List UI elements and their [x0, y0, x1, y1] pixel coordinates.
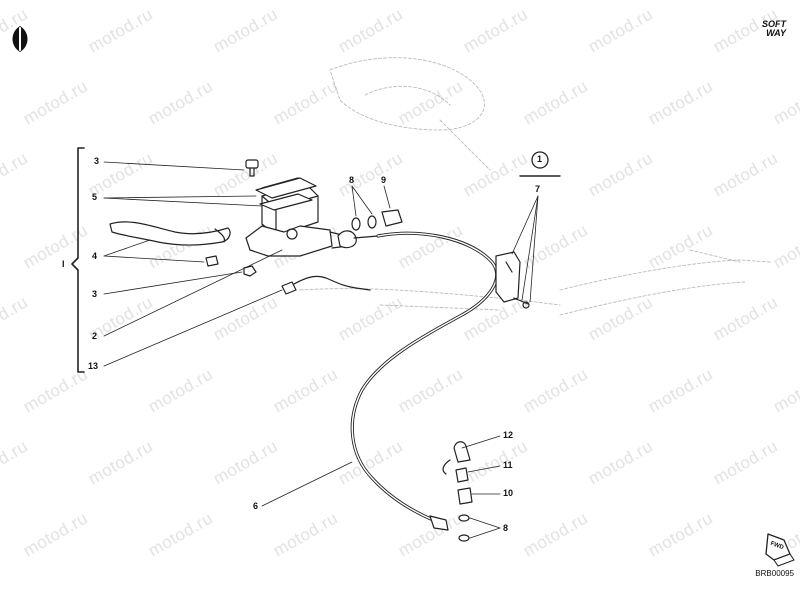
- brand-logo: SOFT WAY: [762, 20, 786, 38]
- master-cylinder: [245, 183, 349, 257]
- hose-lower-fitting: [429, 515, 449, 531]
- banjo-bolt-lower: [457, 487, 473, 505]
- brand-line-1: SOFT: [762, 19, 786, 29]
- brand-line-2: WAY: [766, 28, 786, 38]
- leader-lines: [103, 161, 539, 539]
- bleed-valve: [455, 467, 469, 483]
- reference-circle-label: 1: [537, 154, 543, 164]
- callout-8-washers-lower: 8: [503, 523, 509, 533]
- callout-8-washers-top: 8: [349, 175, 355, 185]
- banjo-washers-lower: [458, 514, 470, 542]
- brake-lever: [109, 221, 231, 246]
- callout-7-clamp: 7: [535, 184, 541, 194]
- banjo-washers-top: [351, 215, 377, 231]
- callout-12-bleed-cap: 12: [503, 430, 514, 440]
- callout-11-bleed-valve: 11: [503, 460, 513, 470]
- pivot-bolt: [245, 159, 259, 177]
- callout-10-banjo-bolt: 10: [503, 488, 514, 498]
- callout-6-hose: 6: [253, 501, 259, 511]
- group-bracket: [71, 147, 85, 373]
- hose-clamp: [495, 251, 530, 309]
- reference-code: BRB00095: [755, 569, 794, 578]
- callout-2-master-cylinder: 2: [92, 331, 98, 341]
- brake-light-switch: [281, 275, 371, 295]
- fwd-arrow-icon: [765, 533, 795, 567]
- callout-4-lever: 4: [92, 251, 98, 261]
- callout-3-nut: 3: [92, 289, 98, 299]
- frame-ghost-outline: [299, 57, 771, 316]
- callout-9-banjo-bolt: 9: [381, 175, 387, 185]
- bleed-cap: [453, 441, 471, 463]
- reservoir-cap: [255, 177, 317, 211]
- callout-5-cap: 5: [92, 192, 98, 202]
- banjo-bolt-top: [381, 209, 403, 227]
- callout-13-switch: 13: [88, 361, 99, 371]
- callout-3-pivot-bolt: 3: [94, 156, 100, 166]
- pivot-nut: [243, 265, 257, 277]
- banjo-fitting-top: [337, 230, 357, 249]
- logo-mark: [12, 26, 28, 52]
- group-marker: I: [62, 259, 65, 269]
- brake-hose: [350, 231, 499, 524]
- pivot-bush: [205, 255, 219, 267]
- reference-circle: [531, 151, 549, 169]
